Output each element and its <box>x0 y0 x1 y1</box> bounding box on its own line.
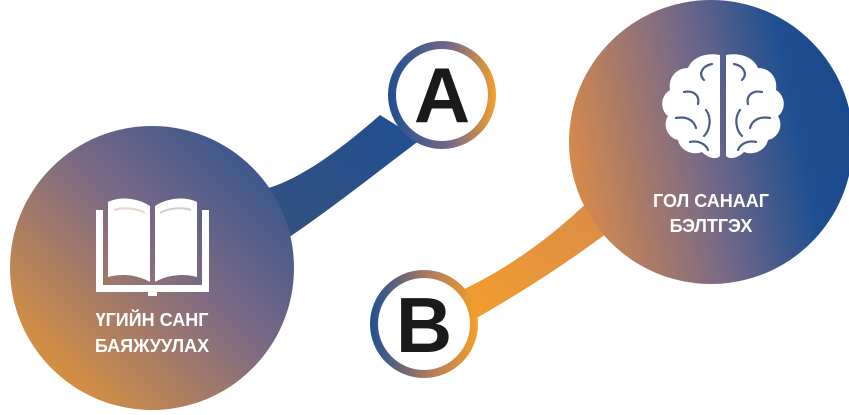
vocabulary-label-line2: БАЯЖУУЛАХ <box>95 336 209 356</box>
vocabulary-label-line1: ҮГИЙН САНГ <box>96 309 209 330</box>
main-idea-label-line1: ГОЛ САНААГ <box>653 191 769 211</box>
main-idea-label-line2: БЭЛТГЭХ <box>670 216 753 236</box>
connector-b <box>440 190 618 330</box>
connector-a <box>262 115 420 240</box>
letter-a: A <box>414 51 470 139</box>
letter-a-badge: A <box>388 41 496 149</box>
vocabulary-circle <box>10 126 294 410</box>
brain-icon <box>662 54 784 159</box>
letter-b: B <box>396 281 452 369</box>
letter-b-badge: B <box>370 270 478 378</box>
open-book-icon <box>96 198 209 296</box>
